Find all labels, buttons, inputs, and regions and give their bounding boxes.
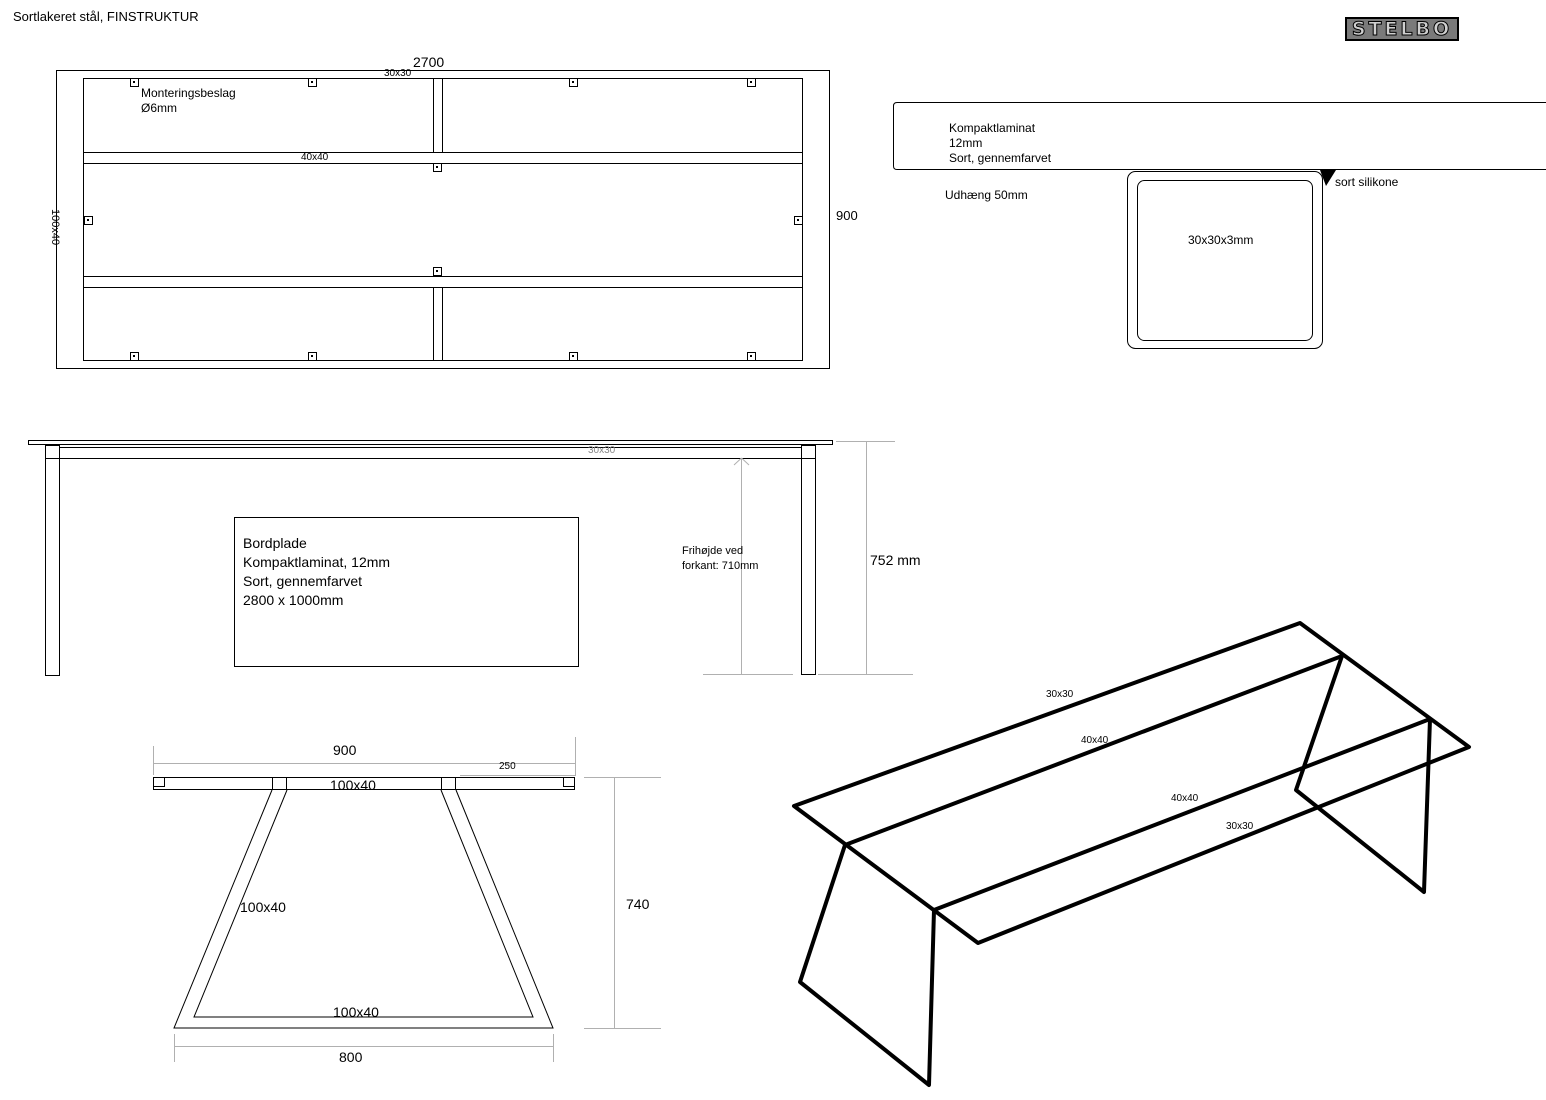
spec-line-2: Kompaktlaminat, 12mm [243, 554, 391, 570]
length-dimension: 2700 [413, 54, 445, 70]
section-top-line-3: Sort, gennemfarvet [949, 151, 1052, 165]
clearance-line-1: Frihøjde ved [682, 545, 744, 557]
bottom-profile: 100x40 [333, 1004, 379, 1020]
clearance-line-2: forkant: 710mm [682, 560, 759, 572]
iso-label-bottom: 30x30 [1226, 821, 1254, 832]
section-top-line-1: Kompaktlaminat [949, 121, 1036, 135]
mid-profile-label: 40x40 [301, 152, 329, 163]
overhang-dimension: 250 [499, 761, 516, 772]
section-top-line-2: 12mm [949, 136, 983, 150]
end-width-dimension: 900 [333, 742, 357, 758]
top-profile-label: 30x30 [384, 68, 412, 79]
iso-label-mid-2: 40x40 [1171, 793, 1199, 804]
tabletop-spec-box: Bordplade Kompaktlaminat, 12mm Sort, gen… [234, 517, 579, 667]
spec-line-4: 2800 x 1000mm [243, 592, 344, 608]
logo-text: STELBO [1351, 17, 1453, 40]
total-height-dimension: 752 mm [870, 552, 921, 568]
overhang-label: Udhæng 50mm [945, 188, 1028, 202]
drawing-title: Sortlakeret stål, FINSTRUKTUR [13, 9, 199, 24]
silicone-bead [1320, 170, 1336, 186]
side-view [28, 440, 833, 676]
profile-size-label: 30x30x3mm [1188, 233, 1254, 247]
base-width-dimension: 800 [339, 1049, 363, 1065]
side-profile-label: 100x40 [49, 209, 61, 246]
end-top-profile: 100x40 [330, 777, 376, 793]
end-view-frame [153, 777, 575, 1029]
width-dimension: 900 [836, 208, 858, 223]
spec-line-3: Sort, gennemfarvet [243, 573, 363, 589]
mounting-label: Monteringsbeslag [141, 86, 236, 100]
side-profile-label: 30x30 [588, 445, 616, 456]
end-height-dimension: 740 [626, 896, 650, 912]
side-view-dimensions [703, 441, 913, 675]
stelbo-logo: STELBO [1345, 17, 1459, 41]
end-view-dimensions [153, 737, 661, 1062]
mounting-brackets [84, 78, 803, 361]
sealant-label: sort silikone [1335, 175, 1399, 189]
top-view-frame [56, 70, 830, 369]
section-detail [893, 102, 1546, 349]
iso-label-mid-1: 40x40 [1081, 735, 1109, 746]
leg-profile: 100x40 [240, 899, 286, 915]
mounting-diameter: Ø6mm [141, 101, 177, 115]
iso-label-top: 30x30 [1046, 689, 1074, 700]
isometric-view [792, 621, 1471, 1087]
spec-line-1: Bordplade [243, 535, 307, 551]
